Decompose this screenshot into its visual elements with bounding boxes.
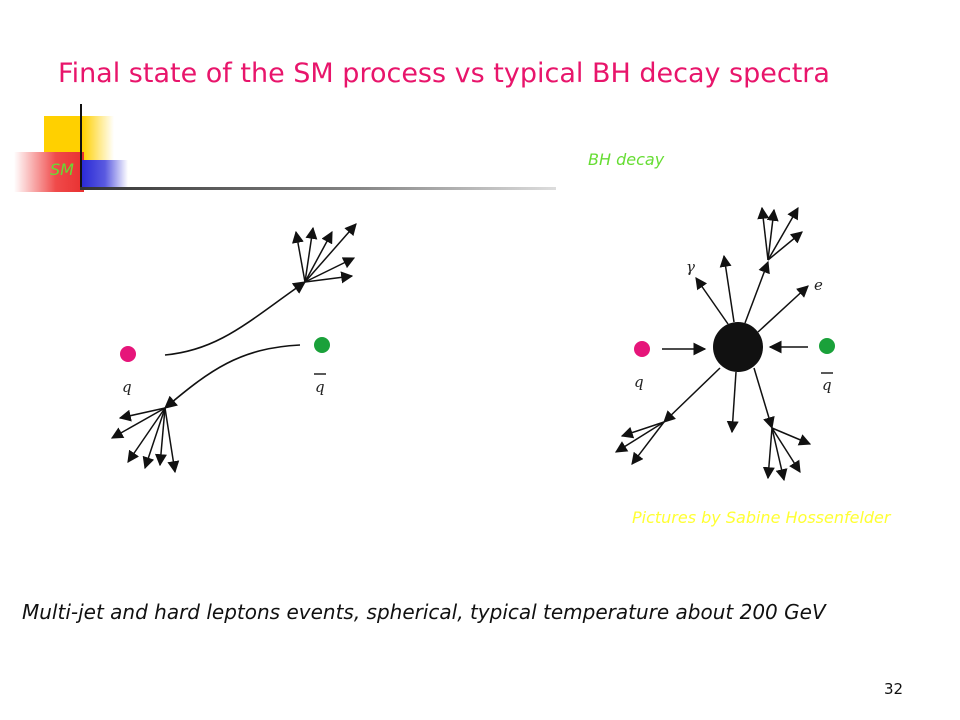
quark-dot	[634, 341, 650, 357]
bh-decay-label: BH decay	[588, 150, 665, 169]
picture-credit: Pictures by Sabine Hossenfelder	[632, 508, 891, 527]
slide-title: Final state of the SM process vs typical…	[58, 58, 830, 89]
photon-label: γ	[686, 258, 695, 276]
quark-label: q	[634, 373, 644, 391]
antiquark-dot	[819, 338, 835, 354]
antiquark-label: q	[822, 376, 832, 394]
lower-jet	[110, 407, 180, 474]
antiquark-track	[164, 344, 301, 409]
black-hole	[713, 322, 763, 372]
antiquark-dot	[314, 337, 330, 353]
quark-label: q	[122, 378, 132, 396]
quark-dot	[120, 346, 136, 362]
upper-jet	[292, 223, 357, 284]
deco-red-block	[14, 152, 84, 192]
deco-blue-block	[82, 160, 128, 190]
quark-track	[164, 281, 307, 356]
deco-horizontal-line	[80, 187, 556, 190]
sm-process-diagram: q q	[110, 223, 357, 474]
slide-caption: Multi-jet and hard leptons events, spher…	[22, 600, 826, 624]
bh-decay-diagram: q q γ e	[614, 206, 835, 482]
antiquark-label: q	[315, 378, 325, 396]
electron-label: e	[814, 276, 823, 294]
sm-label: SM	[50, 160, 74, 179]
decay-products	[614, 206, 812, 482]
deco-vertical-line	[80, 104, 82, 190]
page-number: 32	[884, 680, 904, 698]
